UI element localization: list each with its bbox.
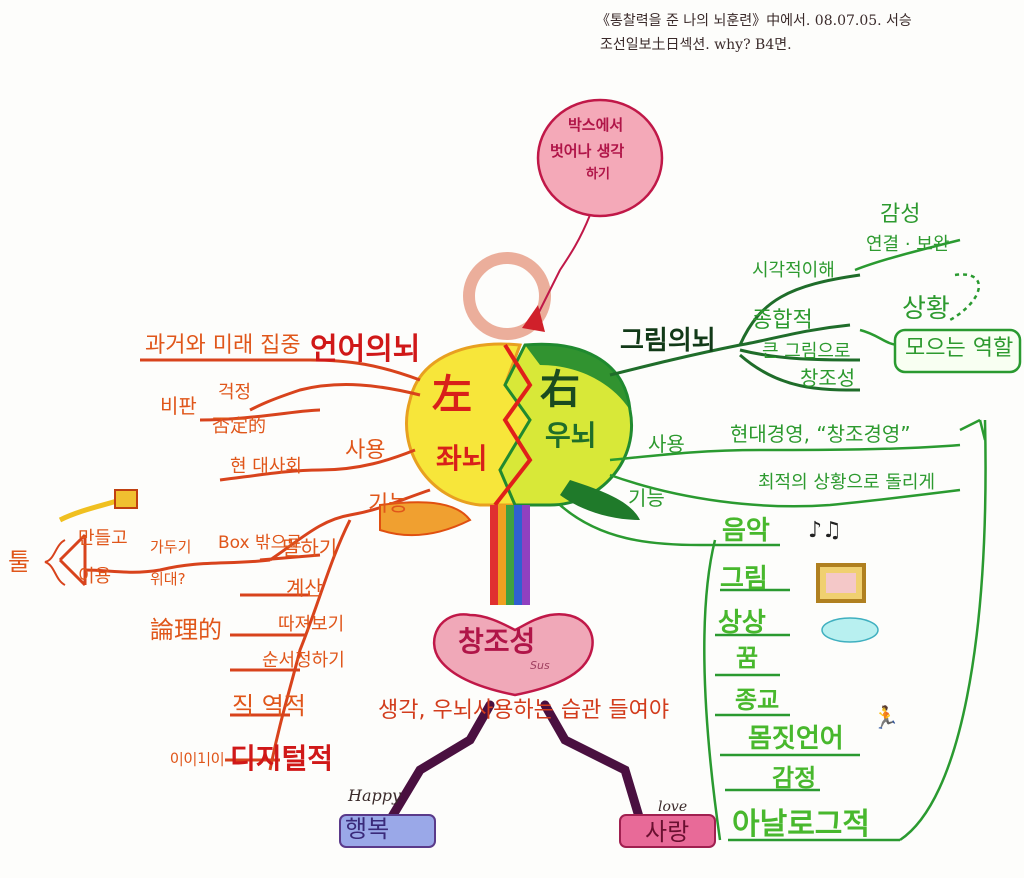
right-upper-branches	[609, 273, 861, 392]
picture-brain: 그림의뇌	[620, 326, 716, 356]
right-green-branches	[559, 238, 1000, 842]
past-future: 과거와 미래 집중	[145, 333, 301, 358]
imagination: 상상	[718, 608, 766, 638]
right-leg	[540, 700, 645, 825]
digital: 디지털적	[230, 742, 334, 775]
visual-understanding: 시각적이해	[752, 260, 835, 281]
use-left: 사용	[345, 438, 386, 463]
modern-management: 현대경영, “창조경영”	[730, 422, 911, 446]
criticism: 비판	[160, 394, 197, 418]
header-line-1: 《통찰력을 준 나의 뇌훈련》中에서. 08.07.05. 서승	[596, 13, 912, 29]
left-brain-label: 좌뇌	[436, 442, 488, 475]
analog: 아날로그적	[732, 807, 870, 842]
tool-brace	[44, 539, 66, 586]
feeling: 감정	[772, 764, 817, 792]
rainbow-neck	[490, 505, 530, 605]
foot-left-label: 행복	[345, 815, 390, 843]
balloon-string	[534, 214, 591, 321]
negative: 否定的	[212, 416, 266, 437]
right-brain-label: 우뇌	[545, 419, 597, 452]
right-green-blob	[560, 480, 640, 520]
balloon-line-3: 하기	[586, 167, 610, 182]
function-left: 기능	[368, 492, 409, 517]
follow: 따져보기	[278, 614, 345, 635]
left-orange-blob	[379, 501, 472, 537]
collect-role: 모으는 역할	[905, 336, 1014, 361]
worry: 걱정	[218, 382, 252, 403]
box-icon	[114, 489, 138, 509]
body-language: 몸짓언어	[748, 724, 844, 754]
left-branches	[58, 358, 431, 771]
use-right: 사용	[648, 432, 685, 456]
head-ring	[463, 252, 551, 340]
situation: 상황	[902, 294, 950, 324]
comprehensive: 종합적	[752, 308, 813, 333]
calc: 계산	[286, 576, 323, 600]
balloon	[536, 98, 664, 218]
connect: 연결 · 보완	[866, 234, 950, 255]
left-hanja: 左	[432, 371, 472, 418]
creativity-title: 창조성	[458, 625, 536, 658]
right-brain-shade	[525, 344, 630, 410]
running-figure-icon: 🏃	[872, 706, 900, 731]
music-note-icon: ♪♫	[808, 518, 842, 543]
balloon-arrow	[522, 305, 545, 332]
creative-right: 창조성	[800, 366, 856, 390]
left-leg	[385, 700, 495, 825]
religion: 종교	[735, 686, 780, 714]
big-picture: 큰 그림으로	[762, 341, 851, 362]
modern-society: 현 대사회	[230, 456, 302, 477]
creativity-sign: Sus	[530, 659, 550, 672]
right-hanja: 右	[540, 366, 580, 413]
use-2: 이용	[78, 566, 112, 587]
painting: 그림	[720, 564, 768, 594]
why: 위대?	[150, 570, 186, 588]
dream: 꿈	[736, 644, 759, 672]
balloon-line-1: 박스에서	[568, 116, 624, 134]
logical: 論理的	[150, 616, 222, 644]
out-of-box: Box 밖으로	[218, 533, 302, 553]
linear: 직 역적	[232, 692, 306, 720]
tool-string	[58, 497, 121, 523]
right-shoe	[619, 814, 716, 848]
foot-right-en: love	[658, 799, 688, 815]
tool: 툴	[8, 548, 31, 576]
cloud	[821, 617, 879, 643]
foot-left-en: Happy	[348, 786, 402, 805]
emotion: 감성	[880, 202, 921, 227]
order: 순서정하기	[262, 650, 345, 671]
collect-box	[893, 328, 1022, 374]
balloon-line-2: 벗어나 생각	[550, 142, 625, 160]
speak: 말하기	[282, 536, 338, 560]
music: 음악	[722, 516, 770, 546]
make: 만들고	[78, 528, 128, 549]
function-right: 기능	[628, 486, 665, 510]
header-line-2: 조선일보土日섹션. why? B4면.	[600, 37, 792, 53]
foot-right-label: 사랑	[645, 818, 690, 846]
guide: 가두기	[150, 538, 192, 556]
left-brain	[405, 342, 532, 507]
left-shoe	[339, 814, 436, 848]
binary: 0|0|1|0|	[170, 751, 225, 767]
habit-text: 생각, 우뇌사용하는 습관 들여야	[378, 698, 670, 723]
heart	[432, 612, 594, 697]
language-brain: 언어의뇌	[310, 332, 421, 367]
optimal-situation: 최적의 상황으로 돌리게	[758, 472, 936, 493]
brain-divider	[493, 343, 533, 507]
